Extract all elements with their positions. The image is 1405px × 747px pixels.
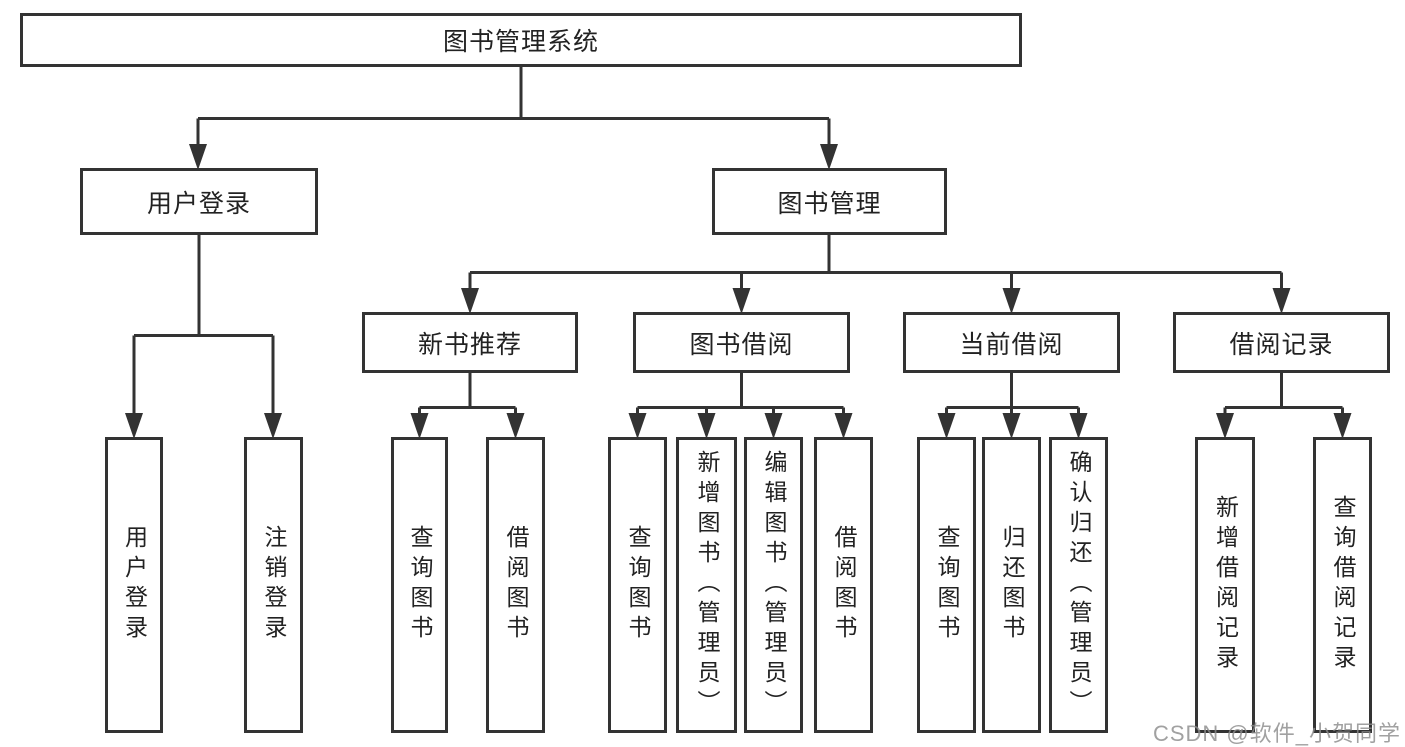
connector-book-management [468,235,1283,290]
leaf-query-books-2: 查询图书 [608,437,667,733]
leaf-query-books-1-label: 查询图书 [407,525,433,645]
node-borrow-records: 借阅记录 [1173,312,1390,373]
leaf-borrow-books-2: 借阅图书 [814,437,873,733]
arrowheads [125,144,1352,439]
node-new-book-recommend-label: 新书推荐 [417,330,522,359]
connector-user-login [132,235,275,415]
node-user-login-label: 用户登录 [146,189,251,218]
leaf-query-books-3: 查询图书 [917,437,976,733]
leaf-query-books-1: 查询图书 [391,437,448,733]
leaf-logout: 注销登录 [244,437,303,733]
node-current-borrow-label: 当前借阅 [959,330,1064,359]
leaf-borrow-books-1-label: 借阅图书 [503,525,529,645]
node-book-management-label: 图书管理 [777,189,882,218]
leaf-add-books-admin: 新增图书（管理员） [676,437,737,733]
connector-root [196,67,831,146]
leaf-edit-books-admin-label: 编辑图书（管理员） [761,450,787,720]
node-borrow-records-label: 借阅记录 [1229,330,1334,359]
leaf-edit-books-admin: 编辑图书（管理员） [744,437,803,733]
csdn-watermark: CSDN @软件_小贺同学 [1152,721,1401,746]
node-root-label: 图书管理系统 [442,28,599,56]
leaf-query-books-2-label: 查询图书 [625,525,651,645]
connector-current-borrow [945,373,1080,415]
node-book-borrow-label: 图书借阅 [689,330,794,359]
node-book-borrow: 图书借阅 [633,312,850,373]
leaf-add-borrow-record-label: 新增借阅记录 [1212,495,1239,675]
leaf-add-borrow-record: 新增借阅记录 [1195,437,1255,733]
node-root: 图书管理系统 [20,13,1022,67]
leaf-user-login: 用户登录 [105,437,163,733]
leaf-query-borrow-record: 查询借阅记录 [1313,437,1372,733]
node-user-login: 用户登录 [80,168,318,235]
leaf-confirm-return-admin-label: 确认归还（管理员） [1066,450,1092,720]
connector-new-book [418,373,517,415]
leaf-return-books-label: 归还图书 [999,525,1025,645]
leaf-user-login-label: 用户登录 [121,525,148,645]
leaf-return-books: 归还图书 [982,437,1041,733]
node-new-book-recommend: 新书推荐 [362,312,578,373]
connector-book-borrow [636,373,845,415]
leaf-confirm-return-admin: 确认归还（管理员） [1049,437,1108,733]
node-book-management: 图书管理 [712,168,947,235]
leaf-borrow-books-2-label: 借阅图书 [831,525,857,645]
node-current-borrow: 当前借阅 [903,312,1120,373]
leaf-query-borrow-record-label: 查询借阅记录 [1330,495,1356,675]
leaf-add-books-admin-label: 新增图书（管理员） [694,450,720,720]
leaf-query-books-3-label: 查询图书 [934,525,960,645]
leaf-borrow-books-1: 借阅图书 [486,437,545,733]
connector-borrow-records [1223,373,1344,415]
leaf-logout-label: 注销登录 [261,525,287,645]
